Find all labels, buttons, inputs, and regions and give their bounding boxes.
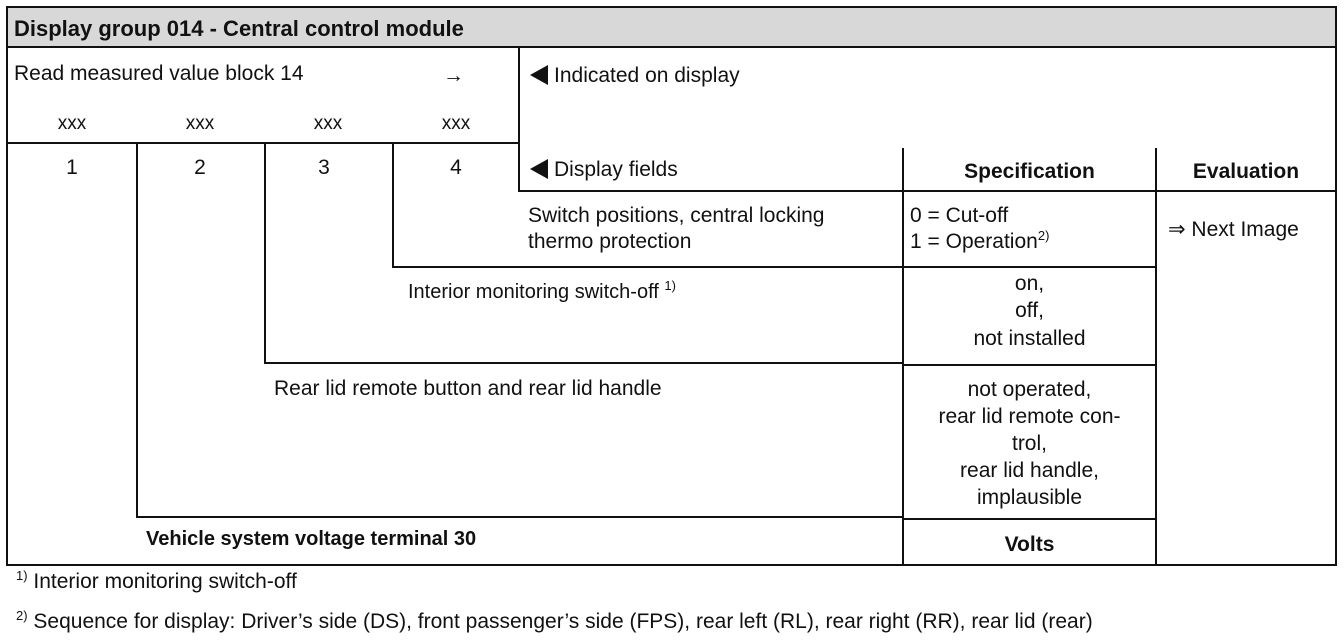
field-3-connector-vertical: [264, 142, 266, 364]
spec-row-3-bottom: [902, 518, 1155, 520]
row-3-spec-line-2: off,: [1015, 299, 1044, 322]
row-2-spec-line-4: rear lid handle,: [960, 459, 1099, 482]
specification-header: Specification: [964, 160, 1095, 183]
footnote-2: 2) Sequence for display: Driver’s side (…: [16, 608, 1093, 634]
row-2-spec-line-2: rear lid remote con-: [938, 405, 1121, 428]
row-3-spec-line-3: not installed: [973, 327, 1086, 350]
evaluation-header: Evaluation: [1192, 160, 1300, 183]
placeholder-3: xxx: [313, 113, 343, 134]
border-left: [6, 6, 8, 566]
header-bar: [6, 6, 1336, 46]
display-fields-label: Display fields: [554, 158, 678, 181]
field-number-4: 4: [450, 156, 462, 179]
row-2-spec-line-3: trol,: [1011, 432, 1047, 455]
indicated-label-wrap: Indicated on display: [530, 64, 740, 88]
spec-row-1-bottom: [902, 266, 1155, 268]
border-header-bottom: [6, 46, 1337, 48]
indicated-label: Indicated on display: [554, 64, 740, 87]
right-arrow-icon: →: [443, 64, 464, 87]
border-top: [6, 6, 1337, 8]
row-4-spec-line-2: 1 = Operation: [910, 230, 1038, 253]
next-image-link[interactable]: ⇒ Next Image: [1168, 218, 1299, 241]
row-3-spec-line-1: on,: [1014, 272, 1045, 295]
row-2-spec-line-5: implausible: [976, 486, 1083, 509]
footnote-1-text: Interior monitoring switch-off: [33, 570, 297, 593]
page-title: Display group 014 - Central control modu…: [14, 16, 464, 41]
field-4-connector-vertical: [392, 142, 394, 268]
field-4-connector-horizontal: [392, 266, 904, 268]
display-fields-wrap: Display fields: [530, 158, 678, 182]
footnote-1: 1) Interior monitoring switch-off: [16, 568, 297, 594]
border-right: [1335, 6, 1337, 566]
footnote-2-mark: 2): [16, 608, 28, 623]
field-number-3: 3: [318, 156, 330, 179]
row-2-spec-line-1: not operated,: [967, 378, 1092, 401]
row-3-description-wrap: Interior monitoring switch-off 1): [408, 278, 676, 304]
row-3-description: Interior monitoring switch-off: [408, 281, 659, 303]
placeholder-1: xxx: [57, 113, 87, 134]
header-row-bottom: [518, 190, 1337, 192]
field-2-connector-horizontal: [136, 516, 904, 518]
spec-row-2-bottom: [902, 364, 1155, 366]
placeholder-separator: [6, 142, 520, 144]
row-4-description-line-2: thermo protection: [528, 230, 692, 253]
field-number-1: 1: [66, 156, 78, 179]
eval-column-divider: [1155, 148, 1157, 566]
spec-column-divider: [902, 148, 904, 566]
left-pointing-triangle-icon: [530, 159, 548, 179]
row-4-description-line-1: Switch positions, central locking: [528, 204, 825, 227]
field-3-connector-horizontal: [264, 362, 904, 364]
footnote-ref-2: 2): [1037, 228, 1050, 243]
placeholder-4: xxx: [441, 113, 471, 134]
row-1-description: Vehicle system voltage terminal 30: [146, 528, 477, 550]
left-pointing-triangle-icon: [530, 65, 548, 85]
indicated-divider: [518, 46, 520, 192]
row-4-spec-line-2-wrap: 1 = Operation2): [910, 228, 1050, 254]
placeholder-2: xxx: [185, 113, 215, 134]
footnote-1-mark: 1): [16, 568, 28, 583]
field-number-2: 2: [194, 156, 206, 179]
read-block-label: Read measured value block 14: [14, 62, 304, 85]
row-1-spec: Volts: [1004, 533, 1055, 556]
row-4-spec-line-1: 0 = Cut-off: [910, 204, 1009, 227]
footnote-2-text: Sequence for display: Driver’s side (DS)…: [33, 610, 1093, 633]
footnote-ref-1: 1): [664, 278, 676, 293]
field-2-connector-vertical: [136, 142, 138, 518]
row-2-description: Rear lid remote button and rear lid hand…: [274, 377, 662, 400]
border-bottom: [6, 564, 1337, 566]
